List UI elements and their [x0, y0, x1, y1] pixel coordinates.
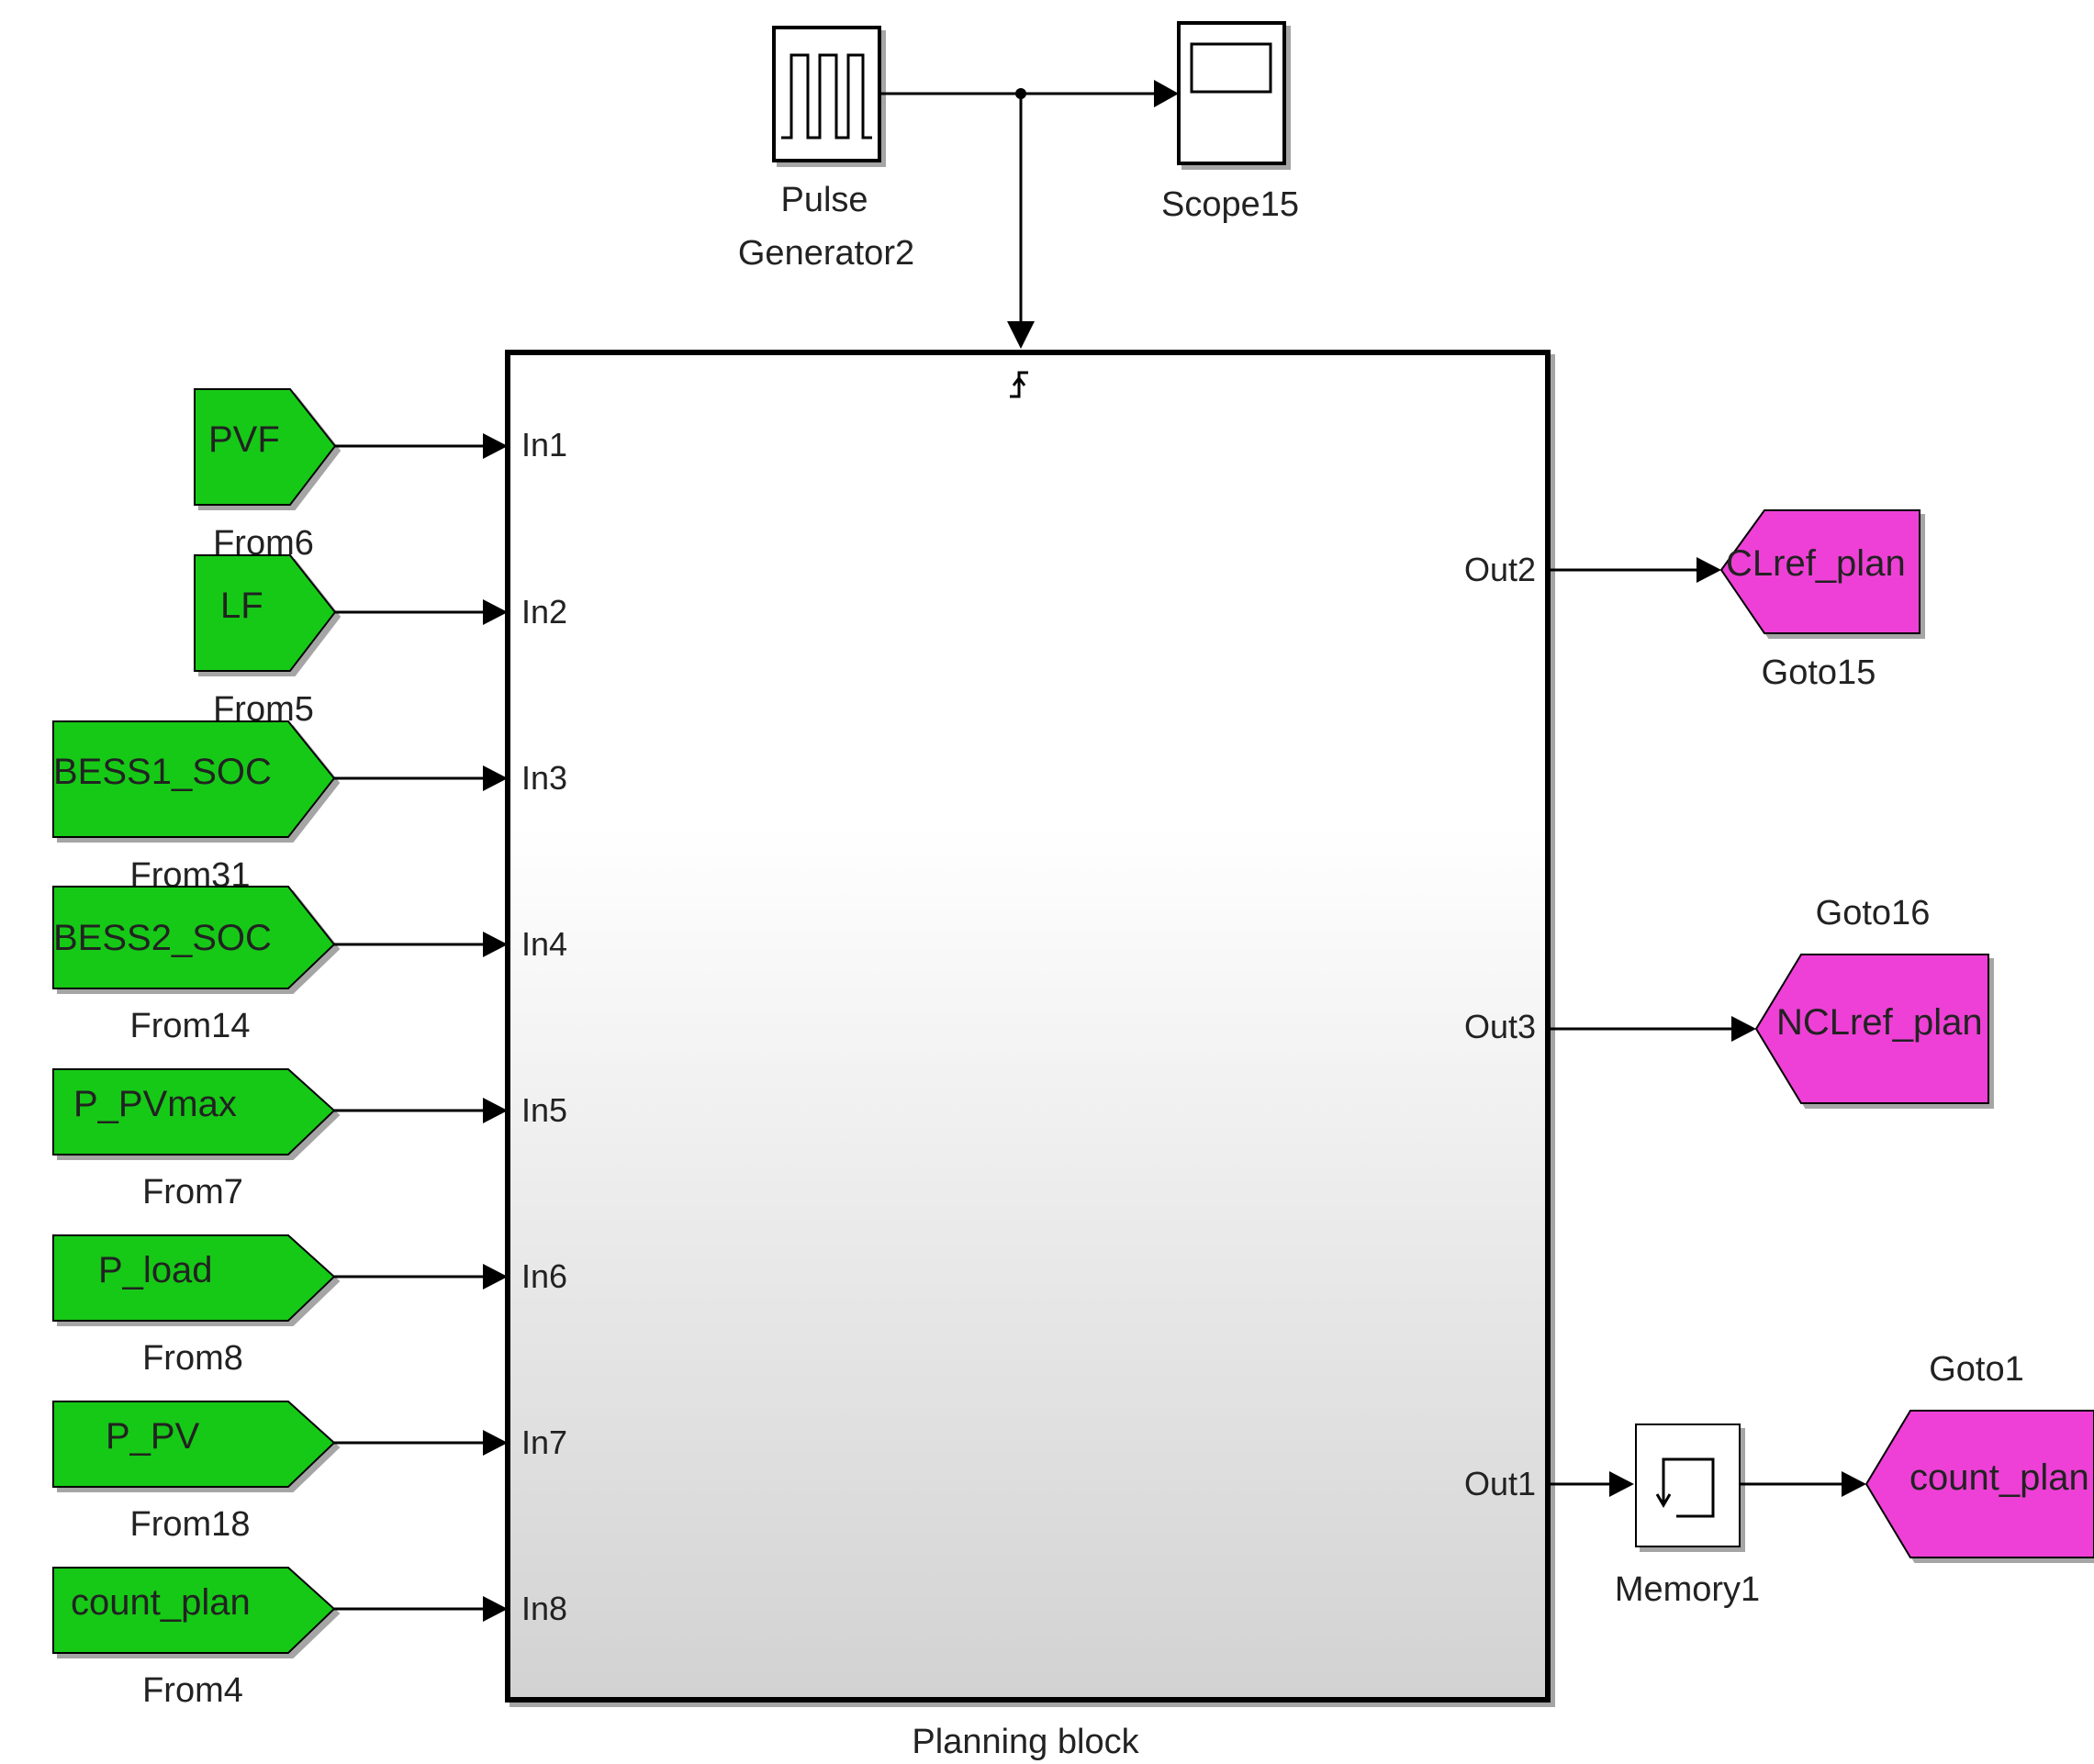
output-port-label: Out3 [1464, 1008, 1536, 1045]
from-block[interactable]: PVF [194, 388, 337, 506]
subsystem-label: Planning block [912, 1723, 1139, 1761]
from-tag-text: BESS1_SOC [53, 752, 272, 792]
from-block[interactable]: count_plan [52, 1567, 336, 1654]
output-port-label: Out2 [1464, 551, 1536, 588]
pulse-generator-label-1: Pulse [780, 181, 868, 219]
memory-icon [1655, 1457, 1715, 1518]
from-tag-text: count_plan [71, 1582, 251, 1623]
from-block[interactable]: P_load [52, 1234, 336, 1322]
signal-line[interactable] [1548, 1016, 1756, 1042]
goto-block[interactable]: NCLref_plan [1754, 954, 1989, 1104]
signal-line[interactable] [334, 765, 508, 791]
signal-line[interactable] [1740, 1471, 1866, 1497]
goto-block-name: Goto1 [1929, 1350, 2024, 1389]
goto-tag-text: count_plan [1909, 1457, 2089, 1498]
goto-block[interactable]: CLref_plan [1719, 509, 1920, 634]
from-block[interactable]: BESS1_SOC [52, 720, 336, 838]
signal-line[interactable] [1548, 1471, 1634, 1497]
from-tag-text: LF [220, 586, 263, 626]
from-tag-text: PVF [208, 419, 280, 460]
from-tag-text: BESS2_SOC [53, 918, 272, 958]
from-tag-text: P_PVmax [73, 1084, 237, 1124]
memory-block[interactable] [1635, 1423, 1741, 1547]
goto-block-name: Goto16 [1816, 894, 1931, 932]
input-port-label: In8 [521, 1590, 567, 1627]
pulse-signal-line[interactable] [879, 80, 1179, 349]
goto-block-name: Goto15 [1762, 653, 1876, 692]
signal-line[interactable] [334, 1098, 508, 1123]
rising-edge-trigger-icon [1010, 371, 1028, 398]
from-block-name: From8 [142, 1339, 243, 1378]
goto-tag-text: CLref_plan [1726, 543, 1906, 584]
input-port-label: In7 [521, 1423, 567, 1461]
from-block-name: From14 [130, 1007, 251, 1045]
goto-tag-text: NCLref_plan [1776, 1002, 1983, 1043]
from-block-name: From4 [142, 1671, 243, 1710]
from-tag-text: P_load [98, 1250, 213, 1290]
from-block[interactable]: BESS2_SOC [52, 886, 336, 989]
input-port-label: In4 [521, 925, 567, 963]
input-port-label: In6 [521, 1257, 567, 1295]
input-port-label: In1 [521, 426, 567, 463]
scope-screen-icon [1190, 42, 1272, 94]
from-block[interactable]: LF [194, 554, 337, 672]
input-port-label: In5 [521, 1091, 567, 1129]
pulse-wave-icon [781, 53, 872, 140]
input-port-label: In3 [521, 759, 567, 797]
pulse-generator-label-2: Generator2 [738, 234, 914, 273]
from-block[interactable]: P_PVmax [52, 1068, 336, 1156]
from-block[interactable]: P_PV [52, 1401, 336, 1488]
scope-label: Scope15 [1161, 185, 1299, 224]
signal-line[interactable] [334, 1430, 508, 1456]
from-block-name: From7 [142, 1173, 243, 1211]
scope-block[interactable] [1177, 21, 1286, 165]
from-tag-text: P_PV [106, 1416, 200, 1457]
goto-block[interactable]: count_plan [1864, 1410, 2094, 1558]
planning-subsystem-block[interactable] [505, 350, 1551, 1703]
signal-line[interactable] [334, 932, 508, 957]
pulse-generator-block[interactable] [772, 26, 881, 162]
signal-line[interactable] [335, 433, 508, 459]
output-port-label: Out1 [1464, 1465, 1536, 1502]
from-block-name: From18 [130, 1505, 251, 1544]
signal-line[interactable] [1548, 557, 1721, 583]
signal-line[interactable] [334, 1264, 508, 1290]
memory-block-name: Memory1 [1615, 1570, 1760, 1609]
signal-line[interactable] [335, 599, 508, 625]
input-port-label: In2 [521, 593, 567, 631]
signal-line[interactable] [334, 1596, 508, 1622]
